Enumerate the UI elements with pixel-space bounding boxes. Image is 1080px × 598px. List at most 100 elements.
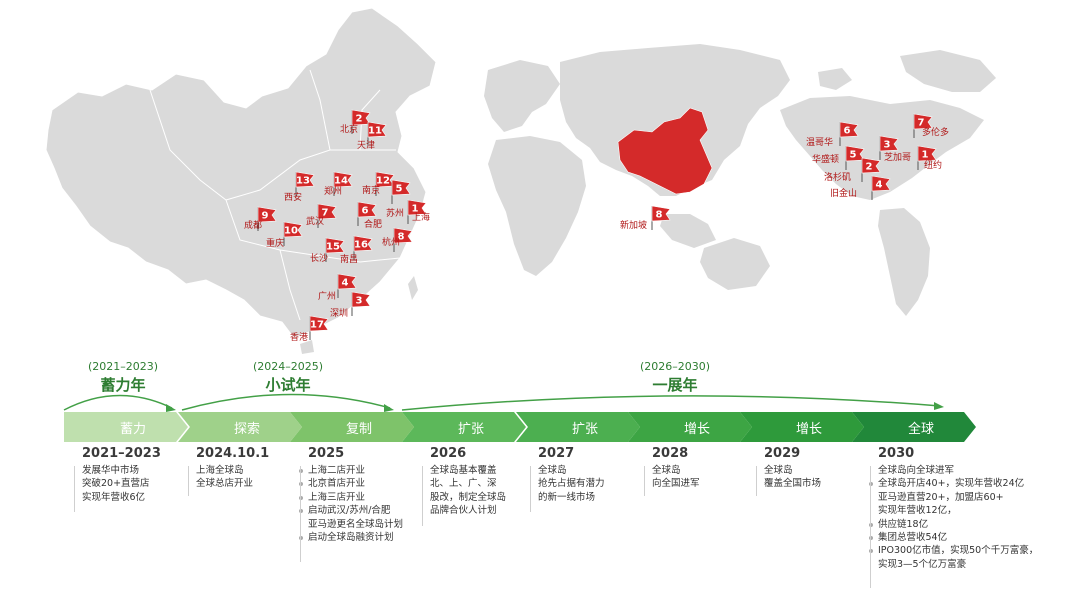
column-divider (530, 466, 531, 512)
stage-chevron-5: 扩张 (516, 412, 640, 442)
flag-icon: 17 (309, 315, 329, 340)
flag-icon: 8 (651, 205, 671, 230)
city-label: 华盛顿 (812, 153, 839, 165)
flag-icon: 6 (357, 201, 377, 226)
flag-number: 2 (356, 114, 363, 125)
column-2021: 2021–2023 发展华中市场 突破20+直营店 实现年营收6亿 (82, 446, 161, 504)
city-label: 洛杉矶 (824, 171, 851, 183)
flag-number: 16 (354, 240, 368, 251)
phase-arcs (63, 393, 944, 412)
list-item: 集团总营收54亿 (868, 531, 1038, 544)
taiwan (408, 276, 418, 300)
phase-name-2: 小试年 (265, 376, 311, 394)
flag-icon: 5 (391, 179, 411, 204)
column-2029: 2029 全球岛 覆盖全国市场 (764, 446, 821, 491)
list-item: 股改，制定全球岛 (430, 491, 507, 503)
stage-chevron-2: 探索 (178, 412, 302, 442)
city-label: 天津 (357, 140, 375, 151)
china-highlight (617, 107, 713, 195)
hainan (300, 340, 314, 354)
flag-icon: 1 (917, 145, 937, 170)
list-item: 品牌合伙人计划 (430, 505, 497, 517)
flag-icon: 8 (393, 227, 413, 252)
flag-icon: 7 (317, 203, 337, 228)
city-label: 新加坡 (620, 219, 647, 231)
flag-number: 5 (396, 184, 403, 195)
flag-number: 11 (368, 126, 382, 137)
list-item: 实现年营收6亿 (82, 491, 146, 503)
list-item: 上海二店开业 (298, 464, 403, 477)
list-item: 供应链18亿 (868, 518, 1038, 531)
flag-number: 3 (884, 140, 891, 151)
flag-number: 9 (262, 211, 269, 222)
stage-chevron-3: 复制 (290, 412, 414, 442)
flag-icon: 5 (845, 145, 865, 170)
city-label: 武汉 (306, 215, 324, 227)
flag-number: 2 (866, 162, 873, 173)
flag-icon: 9 (257, 206, 277, 231)
flag-icon: 15 (325, 237, 345, 262)
city-label: 广州 (318, 290, 336, 302)
flag-icon: 4 (871, 175, 891, 200)
flag-number: 7 (918, 118, 925, 129)
city-label: 郑州 (324, 185, 342, 197)
phase-period-1: (2021–2023) (87, 360, 159, 373)
flag-number: 4 (342, 278, 349, 289)
world-map (484, 44, 996, 316)
flag-icon: 6 (839, 121, 859, 146)
list-item: 全球总店开业 (196, 478, 254, 490)
column-divider (300, 466, 301, 562)
city-label: 多伦多 (922, 126, 949, 138)
column-divider (756, 466, 757, 496)
flag-icon: 14 (333, 171, 353, 196)
city-label: 成都 (244, 219, 262, 231)
list-item: IPO300亿市值，实现50个千万富豪， (868, 545, 1039, 557)
list-item: 发展华中市场 (82, 465, 140, 476)
city-label: 纽约 (924, 159, 942, 171)
list-item: 全球岛基本覆盖 (430, 465, 497, 476)
year-label: 2024.10.1 (196, 446, 270, 461)
year-label: 2025 (308, 446, 345, 461)
flag-icon: 16 (353, 235, 373, 260)
phase-name-3: 一展年 (652, 376, 698, 394)
column-divider (870, 466, 871, 588)
stage-chevron-1: 蓄力 (64, 412, 188, 442)
province-lines (149, 69, 401, 321)
city-label: 杭州 (382, 236, 400, 248)
list-item: 实现3—5个亿万富豪 (878, 558, 967, 570)
stage-chevron-4: 扩张 (402, 412, 526, 442)
flag-number: 8 (398, 232, 405, 243)
flag-icon: 3 (351, 291, 371, 316)
flag-number: 8 (656, 210, 663, 221)
list-item: 覆盖全国市场 (764, 478, 822, 490)
city-label: 南昌 (340, 253, 358, 265)
phase-period-2: (2024–2025) (252, 360, 324, 373)
city-label: 深圳 (330, 308, 348, 319)
column-2026: 2026 全球岛基本覆盖 北、上、广、深 股改，制定全球岛 品牌合伙人计划 (430, 446, 506, 518)
list-item: 全球岛向全球进军 (878, 465, 955, 476)
list-item: 突破20+直营店 (82, 478, 150, 490)
city-label: 上海 (412, 211, 430, 223)
column-2030: 2030 全球岛向全球进军 全球岛开店40+，实现年营收24亿 亚马逊直营20+… (868, 446, 1039, 571)
flag-icon: 11 (367, 121, 387, 146)
year-label: 2026 (430, 446, 467, 461)
column-divider (74, 466, 75, 512)
column-divider (644, 466, 645, 496)
stage-chevron-8: 全球 (852, 412, 976, 442)
list-item: 启动武汉/苏州/合肥 (298, 504, 403, 517)
list-item: 上海三店开业 (298, 491, 403, 504)
flag-number: 5 (850, 150, 857, 161)
stage-chevron-6: 增长 (628, 412, 752, 442)
year-label: 2021–2023 (82, 446, 161, 461)
flag-number: 1 (412, 204, 419, 215)
list-item: 北京首店开业 (298, 477, 403, 490)
city-label: 苏州 (386, 207, 404, 219)
phase-period-3: (2026–2030) (639, 360, 711, 373)
list-item: 全球岛 (764, 465, 793, 476)
column-2027: 2027 全球岛 抢先占据有潜力 的新一线市场 (538, 446, 605, 504)
city-label: 西安 (284, 191, 302, 203)
flag-number: 17 (310, 320, 324, 331)
list-item: 实现年营收12亿， (878, 505, 957, 517)
